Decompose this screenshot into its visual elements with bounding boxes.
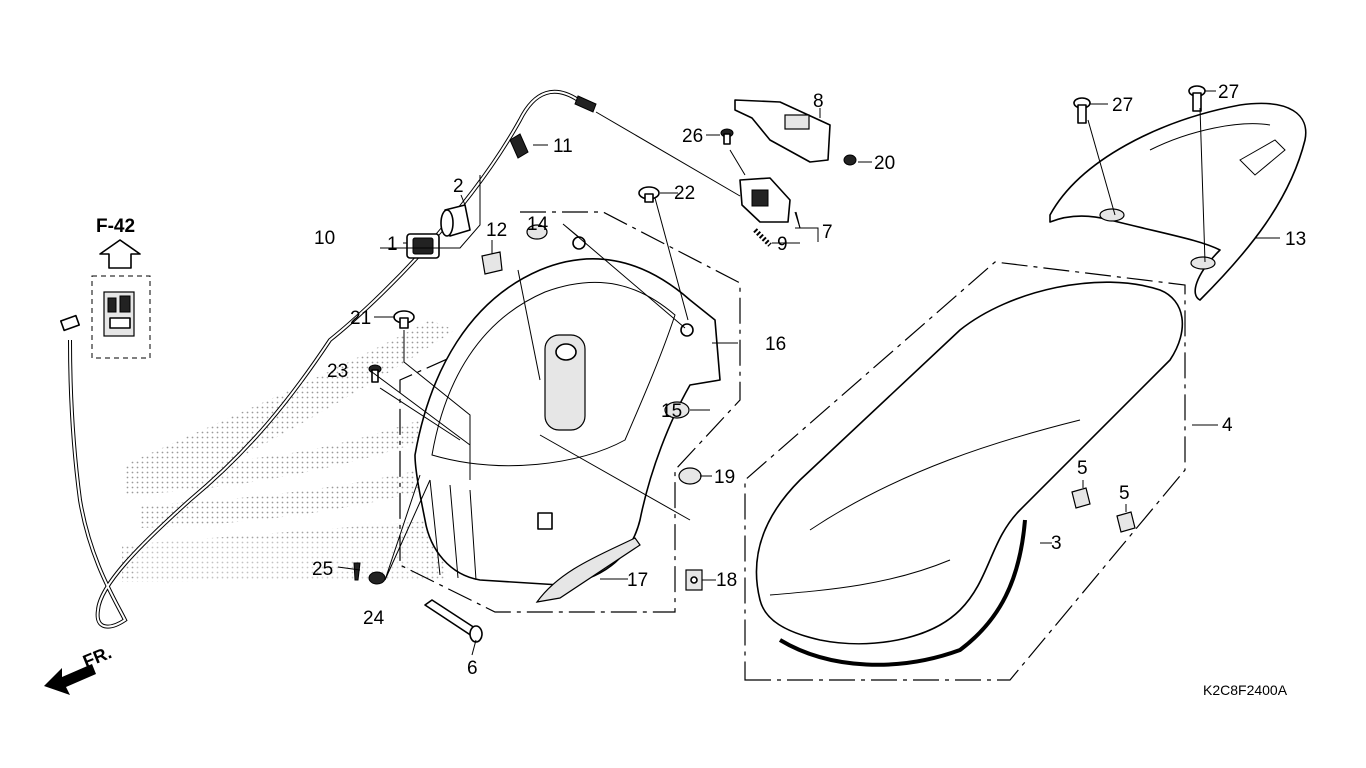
part-14-grommet — [526, 224, 548, 240]
luggage-box — [414, 236, 721, 586]
callout-26: 26 — [682, 126, 703, 147]
callout-10: 10 — [314, 228, 335, 249]
leader-lines — [337, 90, 1280, 656]
part-26-bolt — [720, 128, 734, 145]
callout-13: 13 — [1285, 229, 1306, 250]
callout-17: 17 — [627, 570, 648, 591]
part-12-nut — [481, 251, 503, 275]
seat-group-outline — [744, 261, 1186, 681]
part-3-seal — [778, 519, 1027, 667]
part-24-washer — [368, 571, 386, 585]
callout-18: 18 — [716, 570, 737, 591]
front-direction-arrow: FR. — [44, 642, 114, 695]
part-11-clip — [509, 133, 529, 159]
lock-assembly-icon — [103, 291, 135, 337]
callout-27b: 27 — [1218, 82, 1239, 103]
callout-3: 3 — [1051, 533, 1062, 554]
up-arrow-icon — [99, 239, 141, 269]
callout-5b: 5 — [1119, 483, 1130, 504]
part-19-plug — [678, 467, 702, 485]
callout-16: 16 — [765, 334, 786, 355]
part-25-pin — [353, 562, 361, 581]
cross-reference-box — [91, 275, 151, 359]
part-9-spring — [753, 228, 772, 247]
part-17-trim — [535, 537, 641, 603]
part-6-bolt — [424, 599, 483, 643]
callout-9: 9 — [777, 234, 788, 255]
callout-4: 4 — [1222, 415, 1233, 436]
part-23-bolt — [368, 364, 382, 383]
part-8-bracket — [734, 99, 831, 163]
diagram-reference-code: K2C8F2400A — [1203, 682, 1288, 698]
watermark-logo — [122, 320, 455, 582]
part-1-cap — [406, 233, 440, 259]
part-22-screw — [638, 186, 660, 203]
cross-reference-f42: F-42 — [91, 216, 151, 359]
callout-8: 8 — [813, 91, 824, 112]
seat — [755, 281, 1184, 645]
part-27-bolt-b — [1188, 85, 1206, 112]
part-18-clip — [685, 569, 703, 591]
part-5-nut-b — [1116, 511, 1136, 533]
callout-7: 7 — [822, 222, 833, 243]
callout-21: 21 — [350, 308, 371, 329]
part-5-nut-a — [1071, 487, 1091, 509]
callout-12: 12 — [486, 220, 507, 241]
callout-11: 11 — [553, 136, 573, 157]
callout-24: 24 — [363, 608, 385, 629]
callout-22: 22 — [674, 183, 695, 204]
callout-27a: 27 — [1112, 95, 1133, 116]
callout-labels: 1 2 3 4 5 5 6 7 8 9 10 11 12 13 14 15 16… — [312, 82, 1306, 679]
callout-20: 20 — [874, 153, 895, 174]
callout-2: 2 — [453, 176, 464, 197]
part-13-rear-grip — [1049, 102, 1307, 301]
part-7-seat-lock — [739, 177, 791, 223]
callout-15: 15 — [661, 401, 682, 422]
part-2-socket — [440, 204, 471, 237]
part-21-screw — [393, 310, 415, 329]
part-20-screw — [843, 154, 857, 166]
part-27-bolt-a — [1073, 97, 1091, 124]
callout-14: 14 — [527, 214, 549, 235]
front-label: FR. — [80, 642, 114, 671]
callout-19: 19 — [714, 467, 735, 488]
callout-23: 23 — [327, 361, 348, 382]
callout-1: 1 — [387, 234, 398, 255]
callout-5a: 5 — [1077, 458, 1088, 479]
callout-25: 25 — [312, 559, 333, 580]
callout-6: 6 — [467, 658, 478, 679]
luggage-box-group-outline — [399, 211, 741, 613]
part-15-grommet — [664, 401, 690, 419]
cross-reference-label: F-42 — [96, 216, 135, 237]
